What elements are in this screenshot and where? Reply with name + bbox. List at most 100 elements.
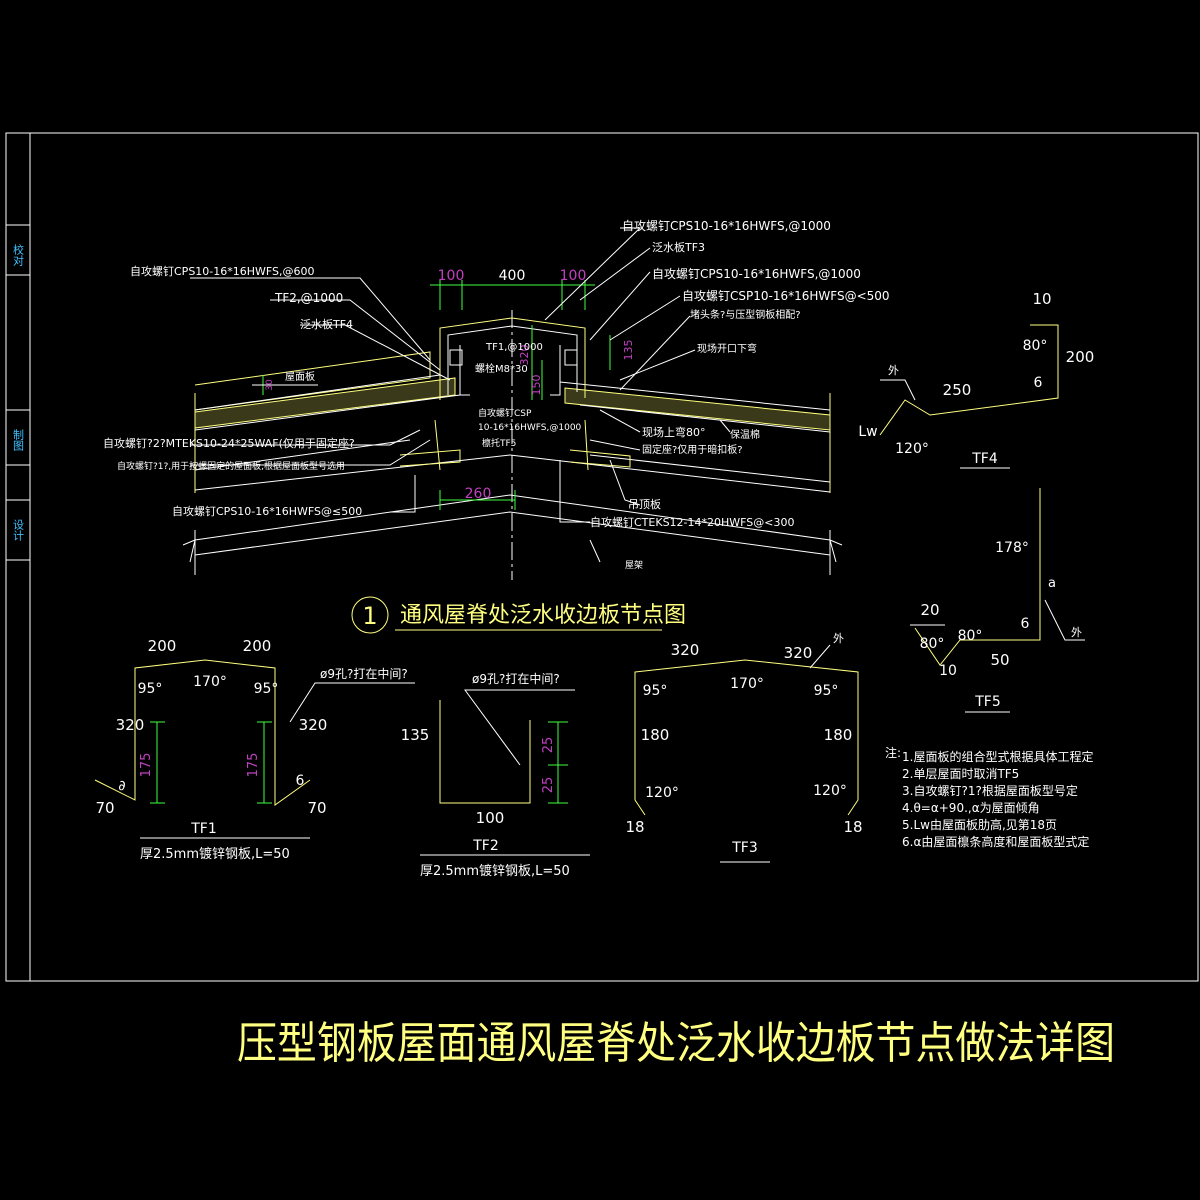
- tf1-angle-170: 170°: [193, 674, 227, 690]
- side-label-design: 设计: [12, 519, 25, 542]
- tf3-dim-180-right: 180: [824, 726, 853, 744]
- sheet-title: 压型钢板屋面通风屋脊处泛水收边板节点做法详图: [237, 1018, 1115, 1069]
- note-2: 2.单层屋面时取消TF5: [902, 767, 1019, 781]
- tf1-profile: [94, 659, 415, 839]
- detail-title: 通风屋脊处泛水收边板节点图: [400, 603, 686, 628]
- tf5-angle-80-right: 80°: [958, 628, 983, 644]
- tf3-profile: [634, 644, 859, 863]
- tf1-theta: ∂: [118, 778, 125, 794]
- callout-right-8: 固定座?仅用于暗扣板?: [642, 443, 743, 456]
- tf1-dim-70-left: 70: [95, 799, 114, 817]
- tf3-angle-95-left: 95°: [643, 683, 668, 699]
- callout-left-3: 屋面板: [285, 370, 315, 383]
- callout-left-6: 自攻螺钉CPS10-16*16HWFS@≤500: [172, 504, 362, 518]
- dim-400: 400: [499, 268, 526, 284]
- callout-left-4: 自攻螺钉?2?MTEKS10-24*25WAF(仅用于固定座?: [103, 436, 355, 450]
- tf5-outer: 外: [1071, 626, 1082, 639]
- callout-left-0: 自攻螺钉CPS10-16*16HWFS,@600: [130, 264, 315, 278]
- callout-right-2: 自攻螺钉CPS10-16*16HWFS,@1000: [652, 267, 861, 281]
- side-label-draft: 制图: [12, 429, 25, 452]
- tf4-angle-120: 120°: [895, 441, 929, 457]
- callout-right-0: 自攻螺钉CPS10-16*16HWFS,@1000: [622, 219, 831, 233]
- detail-marker: 1: [362, 602, 377, 630]
- callout-left-5: 自攻螺钉?1?,用于按螺固定的屋面板,根据屋面板型号选用: [117, 460, 345, 472]
- tf4-dim-10: 10: [1032, 290, 1051, 308]
- tf3-dim-320-right: 320: [784, 644, 813, 662]
- tf2-dim-135: 135: [401, 726, 430, 744]
- tf4-dim-200: 200: [1066, 348, 1095, 366]
- tf3-outer: 外: [833, 632, 844, 645]
- tf2-dim-25-bottom: 25: [541, 777, 556, 794]
- detail-marker-circle: [351, 596, 389, 634]
- tf2-dim-25-top: 25: [541, 737, 556, 754]
- tf3-angle-120-right: 120°: [813, 783, 847, 799]
- tf3-angle-170: 170°: [730, 676, 764, 692]
- tf4-lw: Lw: [858, 424, 877, 440]
- tf2-profile: [420, 689, 590, 856]
- tf4-dim-6: 6: [1034, 375, 1043, 391]
- ridge-detail: [182, 227, 843, 580]
- note-4: 4.θ=α+90.,α为屋面倾角: [902, 801, 1040, 815]
- tf3-dim-18-right: 18: [843, 818, 862, 836]
- dim-100-right: 100: [560, 268, 587, 284]
- tf2-desc: 厚2.5mm镀锌钢板,L=50: [420, 863, 570, 879]
- tf5-profile: [910, 488, 1085, 713]
- tf1-angle-95-right: 95°: [254, 681, 279, 697]
- tf1-name: TF1: [190, 821, 217, 837]
- tf3-dim-320-left: 320: [671, 641, 700, 659]
- callout-right-3: 自攻螺钉CSP10-16*16HWFS@<500: [682, 289, 890, 303]
- callout-center-0: TF1,@1000: [485, 342, 543, 353]
- dim-135-vertical: 135: [622, 340, 635, 361]
- callout-center-1: 螺栓M8*30: [475, 362, 528, 375]
- tf1-desc: 厚2.5mm镀锌钢板,L=50: [140, 846, 290, 862]
- tf1-hole-note: ø9孔?打在中间?: [320, 666, 408, 681]
- tf3-dim-18-left: 18: [625, 818, 644, 836]
- tf3-angle-95-right: 95°: [814, 683, 839, 699]
- tf5-angle-80-left: 80°: [920, 636, 945, 652]
- tf1-dim-70-right: 70: [307, 799, 326, 817]
- tf3-name: TF3: [731, 840, 758, 856]
- notes-head: 注:: [885, 745, 901, 760]
- callout-center-4: 檩托TF5: [482, 437, 516, 449]
- callout-right-7: 保温棉: [730, 428, 760, 441]
- note-6: 6.α由屋面檩条高度和屋面板型式定: [902, 834, 1089, 849]
- tf5-alpha: a: [1048, 576, 1056, 591]
- tf1-dim-175-right: 175: [246, 753, 261, 778]
- sheet-outer-border: [5, 132, 1199, 982]
- callout-right-1: 泛水板TF3: [652, 240, 705, 254]
- tf4-name: TF4: [971, 451, 998, 467]
- tf1-angle-95-left: 95°: [138, 681, 163, 697]
- note-1: 1.屋面板的组合型式根据具体工程定: [902, 749, 1093, 764]
- side-label-check: 校对: [12, 243, 25, 266]
- tf1-dim-200-right: 200: [243, 637, 272, 655]
- tf5-angle-178: 178°: [995, 540, 1029, 556]
- callout-right-5: 现场开口下弯: [697, 342, 757, 355]
- tf4-outer: 外: [888, 364, 899, 377]
- callout-center-3: 10-16*16HWFS,@1000: [478, 423, 582, 433]
- tf3-dim-180-left: 180: [641, 726, 670, 744]
- tf4-profile: [879, 324, 1059, 469]
- tf1-dim-320-left: 320: [116, 716, 145, 734]
- tf5-dim-50: 50: [990, 651, 1009, 669]
- note-5: 5.Lw由屋面板肋高,见第18页: [902, 817, 1057, 832]
- tf2-name: TF2: [472, 838, 499, 854]
- dim-30-vertical: 30: [265, 379, 275, 391]
- tf4-dim-250: 250: [943, 381, 972, 399]
- tf1-dim-320-right: 320: [299, 716, 328, 734]
- dim-100-left: 100: [438, 268, 465, 284]
- callout-right-4: 堵头条?与压型钢板相配?: [690, 308, 801, 321]
- callout-right-10: 自攻螺钉CTEKS12-14*20HWFS@<300: [590, 515, 794, 529]
- callout-right-11: 屋架: [625, 560, 643, 571]
- callout-left-2: 泛水板TF4: [300, 317, 353, 331]
- callout-right-6: 现场上弯80°: [642, 425, 706, 439]
- tf5-dim-20: 20: [920, 601, 939, 619]
- dim-320-vertical: 320: [518, 345, 531, 366]
- tf5-dim-6: 6: [1021, 616, 1030, 632]
- tf2-dim-100: 100: [476, 809, 505, 827]
- dim-150-vertical: 150: [530, 375, 543, 396]
- callout-left-1: TF2,@1000: [274, 291, 343, 305]
- tf1-dim-200-left: 200: [148, 637, 177, 655]
- tf5-dim-10: 10: [939, 663, 957, 679]
- tf1-dim-6: 6: [296, 773, 305, 789]
